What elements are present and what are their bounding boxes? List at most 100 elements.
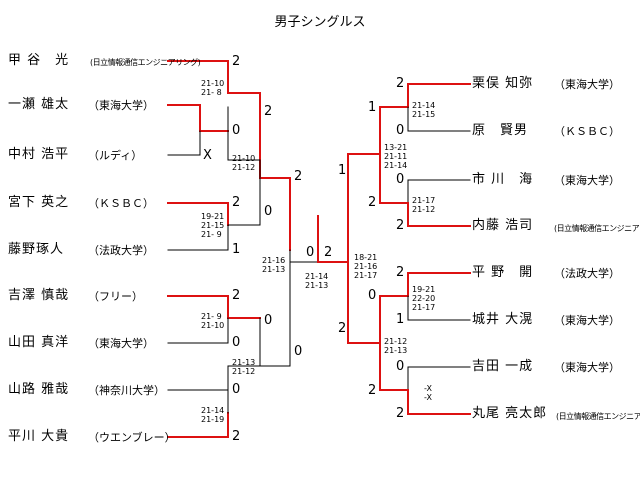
left-player-8-aff: （神奈川大学） xyxy=(88,384,165,397)
right-player-6-name: 城井 大滉 xyxy=(472,312,534,327)
right-r1-m4-winner xyxy=(379,342,471,415)
score: 1 xyxy=(232,242,241,257)
score: 2 xyxy=(232,429,241,444)
right-player-7-aff: （東海大学） xyxy=(554,361,620,374)
score: 0 xyxy=(232,335,241,350)
left-r1-m2-loser xyxy=(167,106,229,156)
score: 1 xyxy=(338,163,347,178)
left-r2-m2 xyxy=(227,249,291,414)
left-r2-m1-lower xyxy=(227,130,261,179)
right-r1-m4 xyxy=(407,366,471,391)
set-scores: 21-14 21-15 xyxy=(412,101,436,119)
right-player-1-name: 栗俣 知弥 xyxy=(472,76,534,91)
score: 2 xyxy=(396,218,405,233)
score: 0 xyxy=(294,344,303,359)
set-scores: 21-13 21-12 xyxy=(232,358,256,376)
score: 0 xyxy=(368,288,377,303)
right-player-8-aff: (日立情報通信エンジニアリング) xyxy=(556,412,640,421)
score: 2 xyxy=(368,383,377,398)
set-scores: 13-21 21-11 21-14 xyxy=(384,143,408,170)
right-r1-m2 xyxy=(407,179,471,204)
score: 0 xyxy=(306,245,315,260)
left-player-6-aff: （フリー） xyxy=(88,290,143,303)
score: 0 xyxy=(396,172,405,187)
left-r1-m1 xyxy=(167,60,261,96)
left-player-9-aff: （ウエンブレー） xyxy=(88,431,176,444)
right-player-4-name: 内藤 浩司 xyxy=(472,218,534,233)
score: 2 xyxy=(338,321,347,336)
right-player-3-name: 市 川 海 xyxy=(472,172,534,187)
set-scores: -X -X xyxy=(424,384,432,402)
left-player-6-name: 吉澤 慎哉 xyxy=(8,288,70,303)
set-scores: 21-10 21- 8 xyxy=(201,79,225,97)
set-scores: 21-17 21-12 xyxy=(412,196,436,214)
right-player-3-aff: （東海大学） xyxy=(554,174,620,187)
set-scores: 21-14 21-13 xyxy=(305,272,329,290)
score: 2 xyxy=(396,265,405,280)
right-player-2-aff: （ＫＳＢＣ） xyxy=(554,125,620,138)
right-player-5-aff: （法政大学） xyxy=(554,267,620,280)
set-scores: 21-10 21-12 xyxy=(232,154,256,172)
score: 2 xyxy=(396,406,405,421)
score: 0 xyxy=(232,123,241,138)
right-r1-m1-lower xyxy=(407,106,471,132)
left-r1-m4-lower xyxy=(167,317,229,344)
score: 0 xyxy=(396,359,405,374)
final-tick xyxy=(317,215,349,263)
right-player-7-name: 吉田 一成 xyxy=(472,359,534,374)
left-player-3-name: 中村 浩平 xyxy=(8,147,70,162)
left-player-5-name: 藤野琢人 xyxy=(8,242,65,257)
left-player-7-aff: （東海大学） xyxy=(88,337,154,350)
left-r1-m2-winner xyxy=(167,104,229,132)
score: 2 xyxy=(232,288,241,303)
right-player-8-name: 丸尾 亮太郎 xyxy=(472,406,548,421)
left-player-9-name: 平川 大貴 xyxy=(8,429,70,444)
score: 2 xyxy=(396,76,405,91)
score: X xyxy=(203,148,212,163)
left-player-1-aff: (日立情報通信エンジニアリング) xyxy=(90,58,201,67)
set-scores: 19-21 22-20 21-17 xyxy=(412,285,436,312)
score: 0 xyxy=(264,204,273,219)
score: 0 xyxy=(264,313,273,328)
left-player-5-aff: （法政大学） xyxy=(88,244,154,257)
right-player-1-aff: （東海大学） xyxy=(554,78,620,91)
set-scores: 19-21 21-15 21- 9 xyxy=(201,212,225,239)
right-r1-m2-winner xyxy=(379,153,471,227)
set-scores: 21-12 21-13 xyxy=(384,337,408,355)
left-r1-m4 xyxy=(167,295,261,319)
score: 2 xyxy=(324,245,333,260)
score: 1 xyxy=(396,312,405,327)
left-player-4-name: 宮下 英之 xyxy=(8,195,70,210)
left-player-3-aff: （ルディ） xyxy=(88,149,143,162)
score: 0 xyxy=(396,123,405,138)
left-r1-m5-winner xyxy=(167,412,229,438)
score: 2 xyxy=(368,195,377,210)
left-player-2-aff: （東海大学） xyxy=(88,99,154,112)
set-scores: 21-14 21-19 xyxy=(201,406,225,424)
right-r1-m1 xyxy=(347,83,471,263)
right-player-5-name: 平 野 開 xyxy=(472,265,534,280)
score: 2 xyxy=(264,104,273,119)
left-player-8-name: 山路 雅哉 xyxy=(8,382,70,397)
set-scores: 18-21 21-16 21-17 xyxy=(354,253,378,280)
right-r1-m3-lower xyxy=(407,295,471,321)
set-scores: 21-16 21-13 xyxy=(262,256,286,274)
score: 0 xyxy=(232,382,241,397)
right-player-2-name: 原 賢男 xyxy=(472,123,529,138)
right-player-4-aff: (日立情報通信エンジニアリング) xyxy=(554,224,640,233)
left-r1-m3-lower xyxy=(167,177,261,251)
left-r1-m3 xyxy=(167,202,229,226)
score: 2 xyxy=(232,54,241,69)
right-r1-m3 xyxy=(347,261,471,344)
left-player-7-name: 山田 真洋 xyxy=(8,335,70,350)
score: 2 xyxy=(294,169,303,184)
right-player-6-aff: （東海大学） xyxy=(554,314,620,327)
score: 2 xyxy=(232,195,241,210)
left-player-2-name: 一瀬 雄太 xyxy=(8,97,70,112)
left-player-4-aff: （ＫＳＢＣ） xyxy=(88,197,154,210)
set-scores: 21- 9 21-10 xyxy=(201,312,225,330)
score: 1 xyxy=(368,100,377,115)
left-player-1-name: 甲 谷 光 xyxy=(8,53,70,68)
bracket-title: 男子シングルス xyxy=(274,15,366,30)
